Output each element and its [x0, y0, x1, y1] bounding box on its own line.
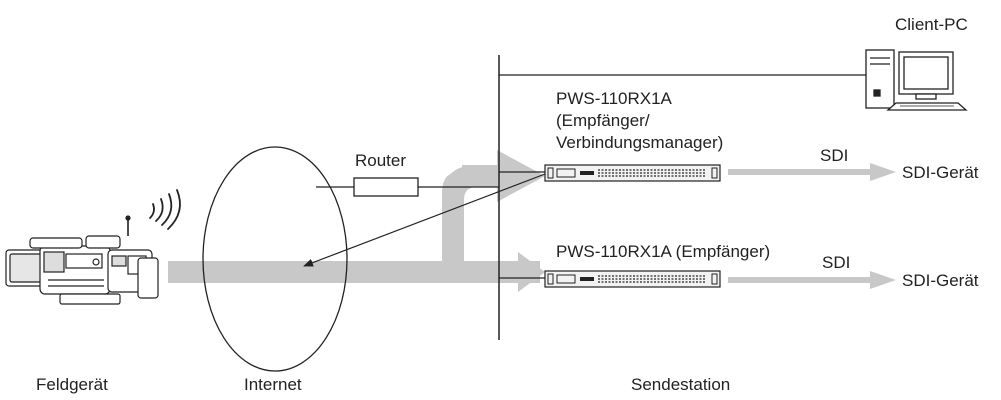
- data-flow-arrow-top: [442, 150, 545, 270]
- sdi-arrow-top: [728, 163, 896, 181]
- field-device-label: Feldgerät: [36, 375, 108, 394]
- station-label: Sendestation: [631, 375, 731, 394]
- rack-receiver-icon: [544, 270, 721, 288]
- receiver-label: PWS-110RX1A (Empfänger): [556, 242, 771, 261]
- internet-cloud: [202, 146, 348, 372]
- sdi-device-label-bottom: SDI-Gerät: [902, 271, 979, 290]
- wireless-signal-icon: [149, 189, 181, 230]
- internet-label: Internet: [244, 375, 302, 394]
- sdi-label-bottom: SDI: [822, 253, 851, 272]
- sdi-device-label-top: SDI-Gerät: [902, 163, 979, 182]
- client-pc-label: Client-PC: [895, 15, 968, 34]
- router-box: [353, 177, 419, 197]
- receiver-manager-label: PWS-110RX1A (Empfänger/ Verbindungsmanag…: [556, 89, 724, 152]
- sdi-label-top: SDI: [820, 146, 849, 165]
- sdi-arrow-bottom: [728, 271, 896, 289]
- data-flow-arrow-bottom: [168, 252, 545, 292]
- rack-receiver-icon: [544, 164, 721, 182]
- control-arrow: [303, 173, 546, 267]
- router-label: Router: [355, 151, 407, 170]
- camcorder-icon: [5, 215, 159, 305]
- desktop-pc-icon: [865, 49, 968, 111]
